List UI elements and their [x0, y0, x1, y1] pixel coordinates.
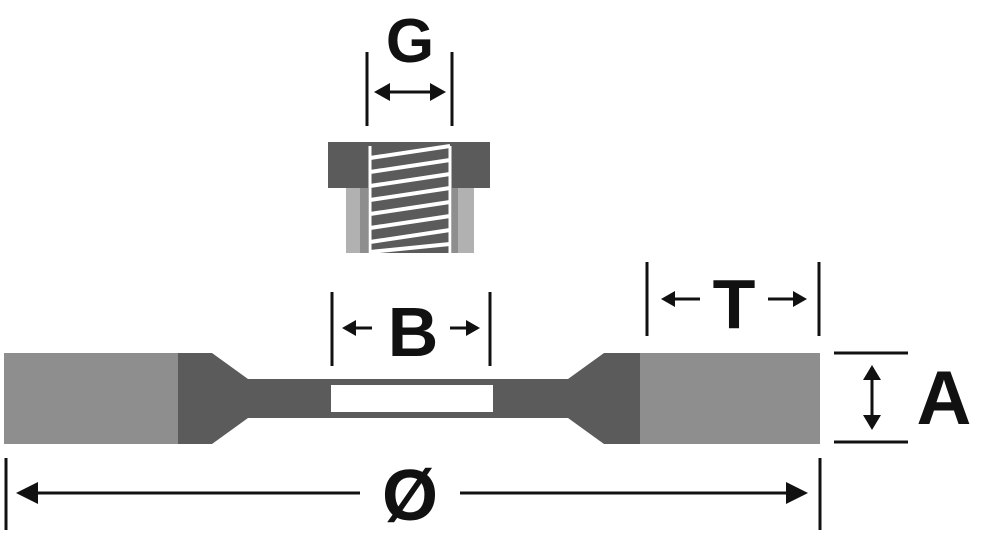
dimension-t [645, 262, 821, 336]
threaded-hub [328, 142, 490, 254]
hub-right-inner [448, 187, 458, 253]
dimension-g [365, 52, 454, 126]
label-b: B [388, 293, 439, 371]
dimension-b [330, 292, 492, 366]
wire-fill-left [4, 353, 178, 444]
arbor-bore [331, 385, 493, 412]
dimension-a [834, 351, 908, 444]
thread-lines [369, 144, 451, 254]
label-g: G [386, 7, 434, 76]
label-t: T [713, 265, 756, 343]
wire-fill-right [640, 353, 820, 444]
label-a: A [917, 356, 972, 441]
dimension-diameter [4, 458, 822, 530]
hub-left-inner [360, 187, 370, 253]
label-diameter: Ø [382, 456, 438, 535]
wheel-profile [4, 353, 820, 444]
